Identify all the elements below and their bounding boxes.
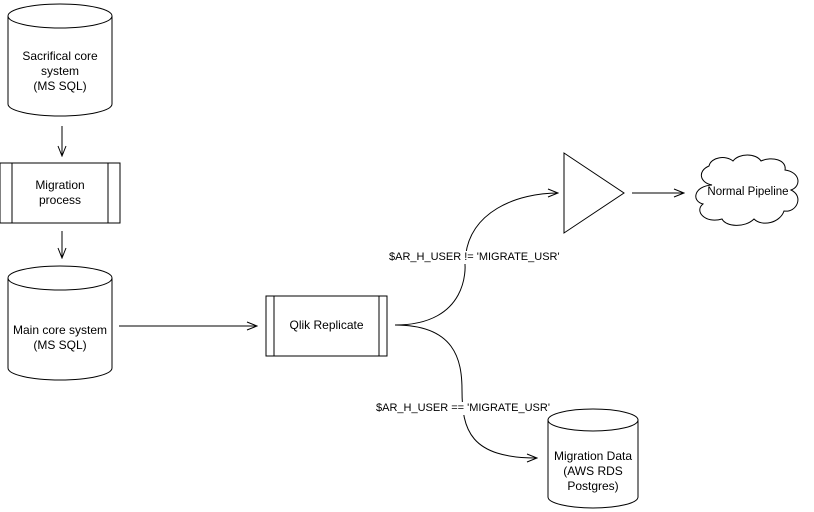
normal-pipeline-label: Normal Pipeline: [707, 186, 789, 198]
migration-condition-label: $AR_H_USER == 'MIGRATE_USR': [376, 402, 550, 415]
sacrificial-core-label: Sacrifical core system (MS SQL): [22, 49, 98, 93]
filter-triangle[interactable]: [563, 152, 625, 234]
qlik-replicate-box[interactable]: [265, 295, 388, 357]
sacrificial-core-cylinder[interactable]: [7, 3, 113, 117]
edge-qlik-to-triangle: [394, 193, 558, 326]
qlik-replicate-label: Qlik Replicate: [289, 318, 364, 332]
main-core-cylinder[interactable]: [7, 265, 113, 381]
migration-process-label: Migration process: [35, 178, 85, 207]
edge-qlik-to-migration-data: [394, 324, 537, 458]
migration-data-label: Migration Data (AWS RDS Postgres): [553, 449, 633, 493]
main-core-label: Main core system (MS SQL): [12, 323, 108, 352]
pipeline-condition-label: $AR_H_USER != 'MIGRATE_USR': [389, 251, 560, 264]
migration-data-cylinder[interactable]: [547, 408, 639, 509]
migration-process-box[interactable]: [0, 162, 121, 224]
normal-pipeline-cloud[interactable]: [695, 154, 799, 226]
